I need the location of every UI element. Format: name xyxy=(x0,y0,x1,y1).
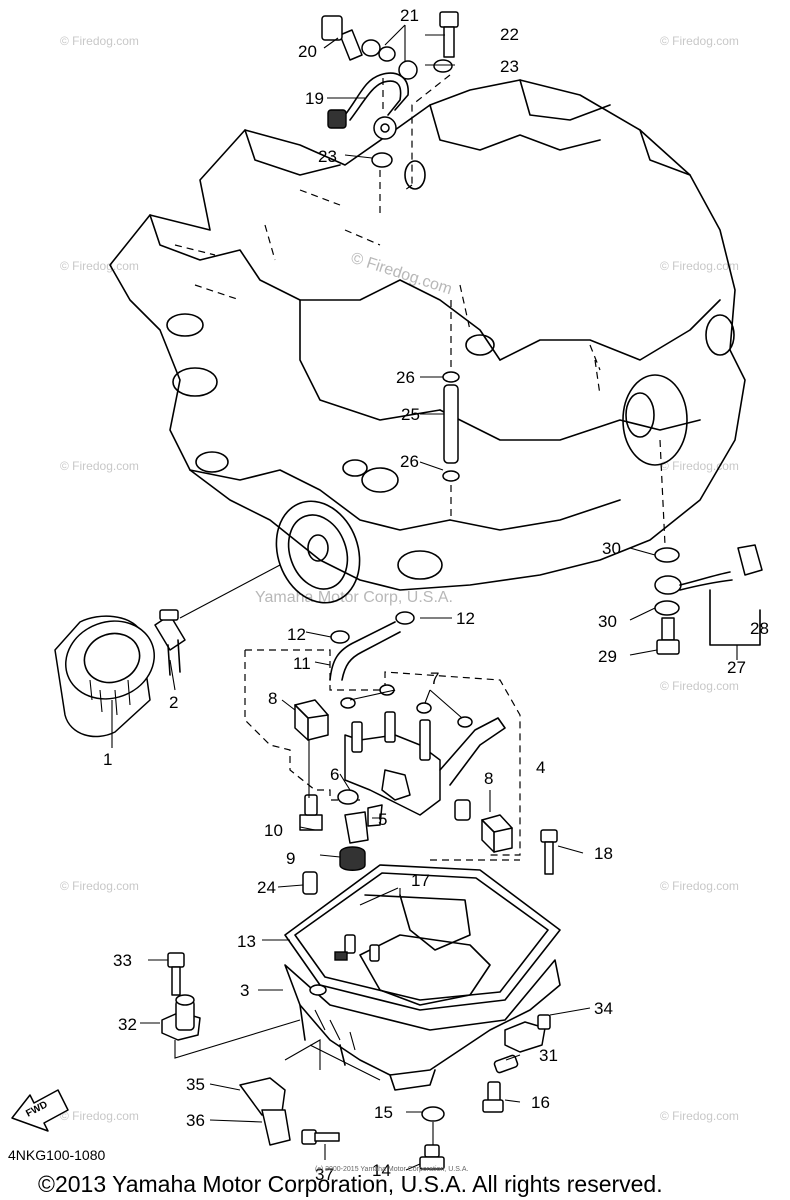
watermark-yamaha: Yamaha Motor Corp, U.S.A. xyxy=(255,589,453,606)
callout-30a: 30 xyxy=(602,539,621,558)
callout-27: 27 xyxy=(727,658,746,677)
callout-33: 33 xyxy=(113,951,132,970)
dowel-24 xyxy=(302,871,318,895)
filter-mount-guide xyxy=(179,564,281,619)
engine-crankcase xyxy=(109,79,746,604)
watermark-tile: © Firedog.com xyxy=(60,459,139,473)
callout-22: 22 xyxy=(500,25,519,44)
callout-26a: 26 xyxy=(396,368,415,387)
callout-12b: 12 xyxy=(456,609,475,628)
callout-10: 10 xyxy=(264,821,283,840)
callout-21: 21 xyxy=(400,6,419,25)
oil-pipe-25 xyxy=(442,371,460,482)
union-10 xyxy=(299,794,323,831)
oil-pan-gasket-13 xyxy=(284,864,561,1011)
engine-hidden-lines xyxy=(174,189,601,396)
watermark-tile: © Firedog.com xyxy=(660,1109,739,1123)
tiny-copyright: (c) 2000-2015 Yamaha Motor Corporation, … xyxy=(315,1166,468,1173)
watermark-tile: © Firedog.com xyxy=(60,1109,139,1123)
watermark-tile: © Firedog.com xyxy=(660,879,739,893)
drain-bolt-14 xyxy=(419,1144,445,1170)
oil-delivery-pipe-19 xyxy=(321,11,459,168)
clamp-34 xyxy=(504,1014,551,1053)
switch-guide xyxy=(659,439,666,546)
callout-15: 15 xyxy=(374,1103,393,1122)
callout-29: 29 xyxy=(598,647,617,666)
pipe-guide-lines xyxy=(379,74,451,215)
callout-12a: 12 xyxy=(287,625,306,644)
watermark-tile: © Firedog.com xyxy=(60,259,139,273)
callout-26b: 26 xyxy=(400,452,419,471)
callout-8a: 8 xyxy=(268,689,277,708)
strainer-box-4 xyxy=(244,649,521,861)
callout-14: 14 xyxy=(372,1161,391,1180)
callout-5: 5 xyxy=(378,810,387,829)
callout-3: 3 xyxy=(240,981,249,1000)
callout-2: 2 xyxy=(169,693,178,712)
callout-23b: 23 xyxy=(318,147,337,166)
fwd-arrow-icon: FWD xyxy=(11,1089,69,1132)
callout-16: 16 xyxy=(531,1093,550,1112)
bracket-32 xyxy=(161,994,201,1041)
callout-32: 32 xyxy=(118,1015,137,1034)
gasket-15 xyxy=(421,1106,445,1122)
leader-lines xyxy=(111,24,738,1171)
callout-17: 17 xyxy=(411,871,430,890)
callout-19: 19 xyxy=(305,89,324,108)
watermark-tile: © Firedog.com xyxy=(660,34,739,48)
callout-4: 4 xyxy=(536,758,545,777)
callout-11: 11 xyxy=(293,654,311,673)
callout-1: 1 xyxy=(103,750,112,769)
callout-35: 35 xyxy=(186,1075,205,1094)
oil-strainer-4 xyxy=(337,684,506,844)
callout-37: 37 xyxy=(315,1165,334,1184)
callout-23a: 23 xyxy=(500,57,519,76)
watermark-tile: © Firedog.com xyxy=(60,879,139,893)
callout-8b: 8 xyxy=(484,769,493,788)
callout-25: 25 xyxy=(401,405,420,424)
plate-31 xyxy=(493,1054,519,1074)
callout-18: 18 xyxy=(594,844,613,863)
callout-28: 28 xyxy=(750,619,769,638)
callout-7: 7 xyxy=(430,669,439,688)
grommet-9 xyxy=(339,846,366,871)
part-callouts: 1 2 3 4 5 6 7 8 8 9 10 11 12 12 13 14 15… xyxy=(103,6,769,1184)
oil-pipe-11 xyxy=(329,611,415,681)
diagram-code: 4NKG100-1080 xyxy=(8,1147,106,1163)
callout-36: 36 xyxy=(186,1111,205,1130)
callout-30b: 30 xyxy=(598,612,617,631)
union-bolt-2 xyxy=(154,609,186,676)
callout-9: 9 xyxy=(286,849,295,868)
oil-filter-1 xyxy=(54,615,155,738)
bolt-37 xyxy=(301,1129,340,1145)
oil-pan-3 xyxy=(284,894,561,1091)
bolt-33 xyxy=(167,952,185,996)
bracket-35 xyxy=(239,1077,291,1146)
watermark-tile: © Firedog.com xyxy=(660,459,739,473)
callout-6: 6 xyxy=(330,765,339,784)
watermark-tile: © Firedog.com xyxy=(660,679,739,693)
callout-24: 24 xyxy=(257,878,276,897)
copyright-notice: ©2013 Yamaha Motor Corporation, U.S.A. A… xyxy=(38,1171,663,1197)
watermark-tile: © Firedog.com xyxy=(60,34,139,48)
watermark-tile: © Firedog.com xyxy=(660,259,739,273)
callout-31: 31 xyxy=(539,1046,558,1065)
watermark-center: © Firedog.com xyxy=(349,250,454,299)
bolt-16 xyxy=(482,1081,504,1113)
bolt-18 xyxy=(540,829,558,875)
oil-level-switch-27 xyxy=(654,544,763,655)
damper-8 xyxy=(294,699,513,853)
callout-20: 20 xyxy=(298,42,317,61)
callout-34: 34 xyxy=(594,999,613,1018)
callout-13: 13 xyxy=(237,932,256,951)
